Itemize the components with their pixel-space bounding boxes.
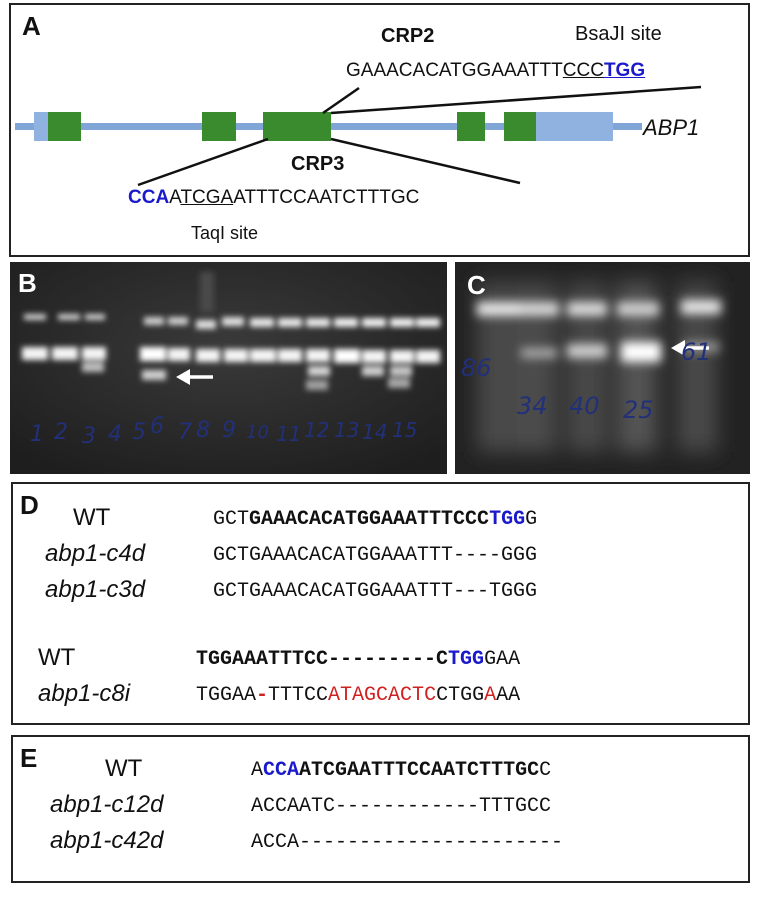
lane-label: 6 xyxy=(150,414,164,439)
lane-label: 7 xyxy=(178,420,192,445)
lane-label: 2 xyxy=(54,420,68,445)
panel-e-label: E xyxy=(20,743,38,773)
exon-1 xyxy=(48,112,81,141)
exon-4 xyxy=(457,112,485,141)
sequence-segment: GCTGAAACACATGGAAATTT---TGGG xyxy=(213,580,538,603)
sequence-segment: C xyxy=(539,759,552,782)
arrow-icon xyxy=(671,340,709,356)
mutant-allele-name: abp1-c8i xyxy=(38,680,131,707)
gel-panel-b: B 1 2 3 4 5 6 7 8 9 10 11 12 13 14 15 xyxy=(10,262,447,474)
sequence-row: ACCA---------------------- xyxy=(251,831,563,854)
crp2-label: CRP2 xyxy=(381,25,435,47)
gel-b-bands xyxy=(22,272,440,390)
sequence-segment: TTTCC xyxy=(268,684,329,707)
gel-panel-c: C 86 34 40 25 61 xyxy=(455,262,750,474)
utr-5 xyxy=(34,112,50,141)
taqi-label: TaqI site xyxy=(191,223,259,243)
exon-2 xyxy=(202,112,236,141)
gene-name: ABP1 xyxy=(643,115,700,140)
exon-5 xyxy=(504,112,538,141)
lane-label: 14 xyxy=(362,420,388,444)
lane-label: 13 xyxy=(334,418,360,442)
wt-label: WT xyxy=(105,755,143,782)
mutant-allele-name: abp1-c4d xyxy=(45,540,146,567)
lane-label: 9 xyxy=(222,418,236,443)
panel-d-label: D xyxy=(20,490,39,520)
crp2-zoom-line-right xyxy=(330,85,702,115)
lane-label: 3 xyxy=(82,424,96,449)
sequence-segment: GAA xyxy=(484,648,521,671)
lane-label: 15 xyxy=(392,418,418,442)
sequence-segment: ATCGAATTTCCAATCTTTGC xyxy=(299,759,540,782)
sequence-segment: GCTGAAACACATGGAAATTT----GGG xyxy=(213,544,538,567)
sequence-segment: ATAGCACTC xyxy=(328,684,437,707)
panel-a-label: A xyxy=(22,11,41,41)
sequence-segment: A xyxy=(251,759,264,782)
sequence-segment: GAAACACATGGAAATTTCCC xyxy=(249,508,490,531)
sequence-row: TGGAAATTTCC---------CTGGGAA xyxy=(196,648,520,671)
lane-label: 11 xyxy=(276,422,302,446)
lane-label: 8 xyxy=(196,418,210,443)
sequence-segment: G xyxy=(525,508,538,531)
crp3-zoom-line-right xyxy=(330,137,521,185)
lane-label: 86 xyxy=(461,354,492,382)
crp3-zoom-line-left xyxy=(137,137,269,187)
sequence-segment: CCA xyxy=(263,759,300,782)
sequence-segment: CTGG xyxy=(436,684,485,707)
sequence-row: ACCAATC------------TTTGCC xyxy=(251,795,551,818)
lane-label: 4 xyxy=(108,422,122,447)
wt-label: WT xyxy=(38,644,76,671)
sequence-row: GCTGAAACACATGGAAATTT---TGGG xyxy=(213,580,537,603)
sequence-segment: - xyxy=(256,684,269,707)
lane-label: 34 xyxy=(517,392,548,420)
bsaji-label: BsaJI site xyxy=(575,23,662,45)
utr-3 xyxy=(536,112,613,141)
sequence-row: TGGAA-TTTCCATAGCACTCCTGGAAA xyxy=(196,684,520,707)
gene-diagram xyxy=(15,85,702,187)
lane-label: 61 xyxy=(681,338,712,366)
sequence-segment: A xyxy=(484,684,497,707)
gel-b-image xyxy=(10,262,447,474)
mutant-allele-name: abp1-c3d xyxy=(45,576,146,603)
lane-label: 1 xyxy=(30,422,44,447)
mutant-allele-name: abp1-c12d xyxy=(50,791,164,818)
sequence-segment: TGGAA xyxy=(196,684,257,707)
lane-label: 40 xyxy=(569,392,600,420)
lane-label: 5 xyxy=(132,420,146,445)
sequence-segment: TGGAAATTTCC---------C xyxy=(196,648,449,671)
sequence-row: GCTGAAACACATGGAAATTTCCCTGGG xyxy=(213,508,537,531)
lane-label: 10 xyxy=(246,422,269,443)
crp2-sequence: GAAACACATGGAAATTTCCCTGG xyxy=(346,60,646,81)
sequence-segment: TGG xyxy=(489,508,526,531)
sequence-row: ACCAATCGAATTTCCAATCTTTGCC xyxy=(251,759,551,782)
sequence-segment: ACCA---------------------- xyxy=(251,831,564,854)
crp2-zoom-line-left xyxy=(322,86,360,115)
panel-c-label: C xyxy=(467,270,486,300)
gel-c-bands xyxy=(477,300,721,362)
arrow-icon xyxy=(176,369,213,385)
gel-c-image xyxy=(455,262,750,474)
crp3-sequence: CCAATCGAATTTCCAATCTTTGC xyxy=(128,187,420,208)
exon-3 xyxy=(263,112,331,141)
lane-label: 12 xyxy=(304,418,330,442)
sequence-segment: GCT xyxy=(213,508,250,531)
mutant-allele-name: abp1-c42d xyxy=(50,827,164,854)
panel-a: A CRP2 BsaJI site GAAACACATGGAAATTTCCCTG… xyxy=(9,3,750,257)
wt-label: WT xyxy=(73,504,111,531)
panel-b-label: B xyxy=(18,268,37,298)
sequence-segment: TGG xyxy=(448,648,485,671)
sequence-segment: ACCAATC------------TTTGCC xyxy=(251,795,552,818)
sequence-row: GCTGAAACACATGGAAATTT----GGG xyxy=(213,544,537,567)
crp3-label: CRP3 xyxy=(291,153,345,175)
sequence-segment: AA xyxy=(496,684,521,707)
lane-label: 25 xyxy=(623,396,654,424)
